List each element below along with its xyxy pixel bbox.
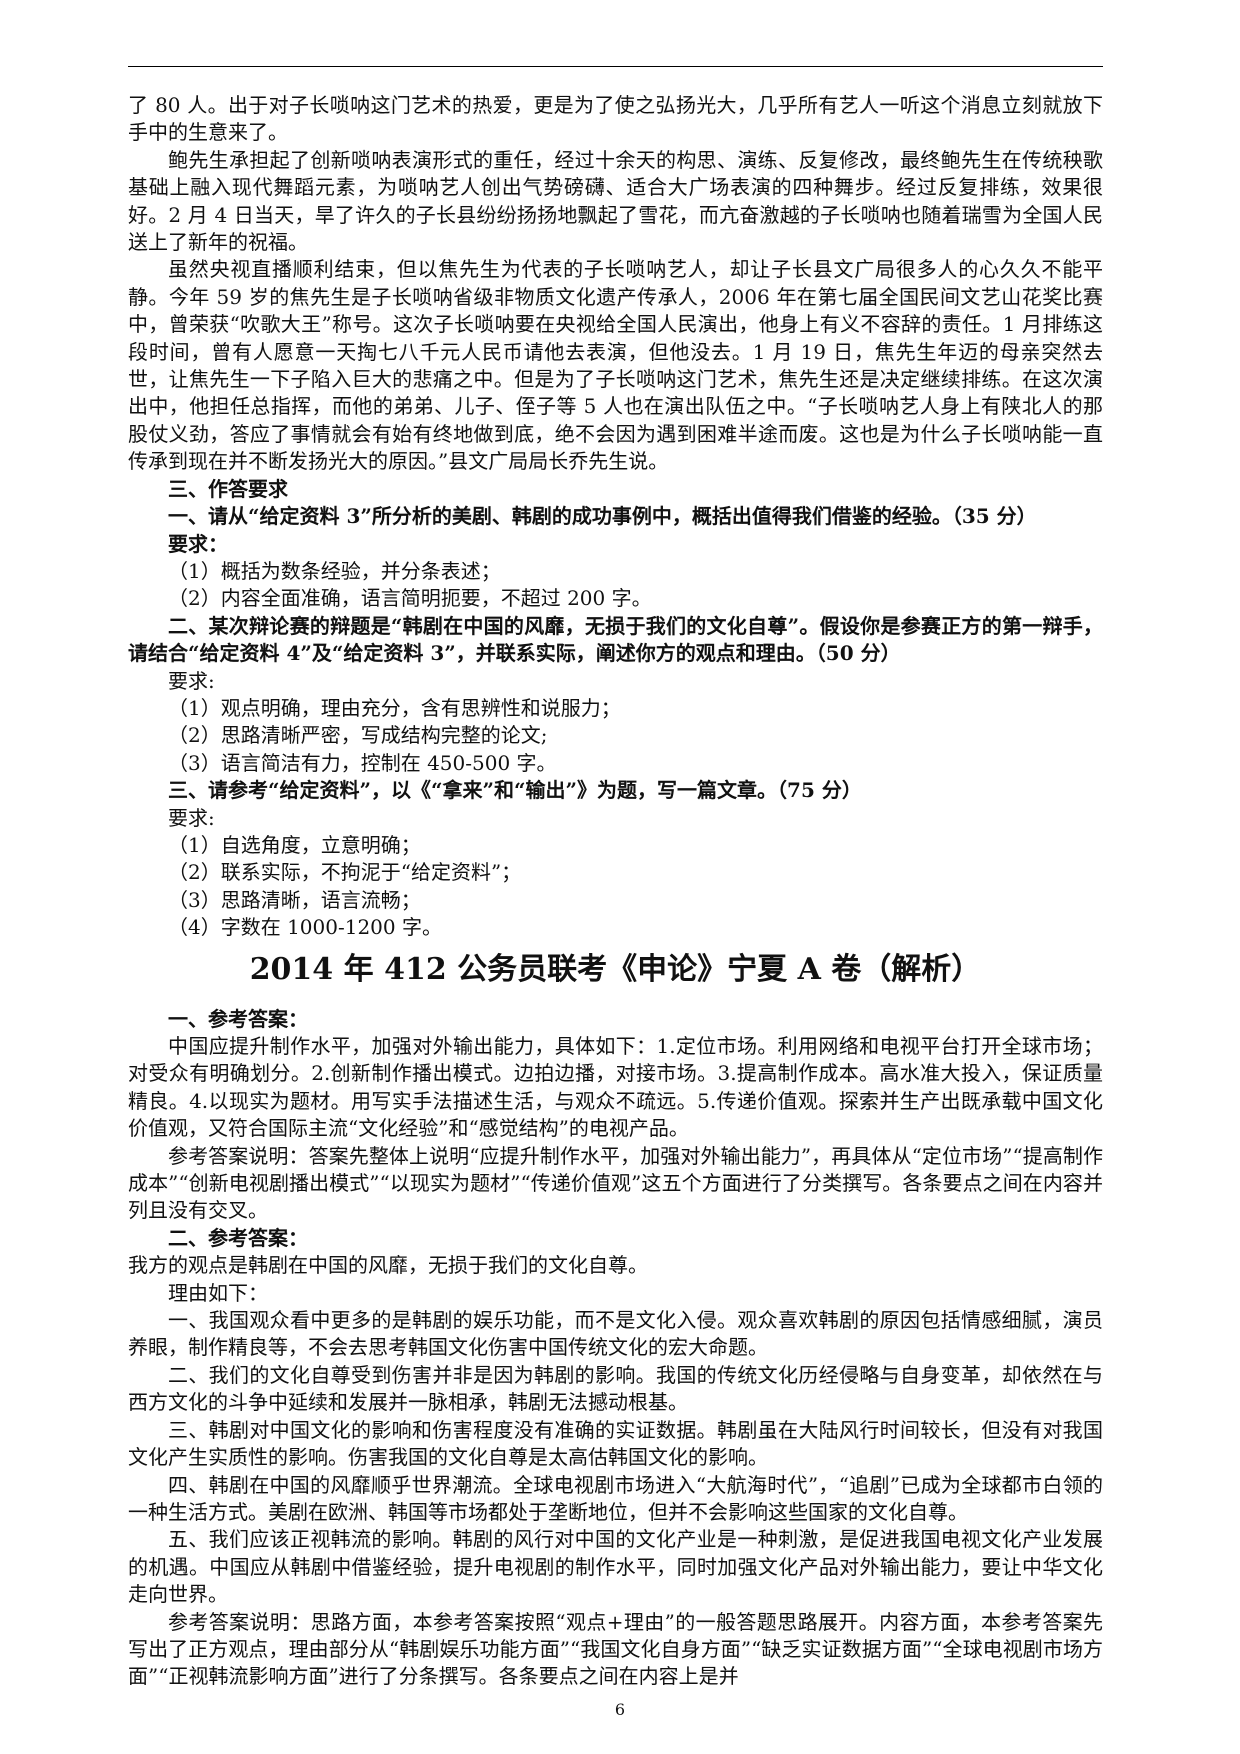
question-3-requirement: （4）字数在 1000-1200 字。 [168,915,442,940]
answer-2-reason: 五、我们应该正视韩流的影响。韩剧的风行对中国的文化产业是一种刺激，是促进我国电视… [128,1527,1103,1607]
question-3-requirement: （1）自选角度，立意明确； [168,832,421,857]
answer-2-viewpoint: 我方的观点是韩剧在中国的风靡，无损于我们的文化自尊。 [128,1253,648,1278]
continuation-paragraph-2: 鲍先生承担起了创新唢呐表演形式的重任，经过十余天的构思、演练、反复修改，最终鲍先… [128,147,1103,255]
question-2: 二、某次辩论赛的辩题是“韩剧在中国的风靡，无损于我们的文化自尊”。假设你是参赛正… [128,613,1103,666]
question-3-requirement: （2）联系实际，不拘泥于“给定资料”； [168,860,522,885]
analysis-title: 2014 年 412 公务员联考《申论》宁夏 A 卷（解析） [249,951,982,987]
answer-1-heading: 一、参考答案： [168,1006,308,1031]
answer-2-reason: 二、我们的文化自尊受到伤害并非是因为韩剧的影响。我国的传统文化历经侵略与自身变革… [128,1362,1103,1415]
answer-2-note: 参考答案说明：思路方面，本参考答案按照“观点+理由”的一般答题思路展开。内容方面… [128,1609,1103,1689]
question-2-requirements-label: 要求: [168,668,215,693]
answer-2-reasons-intro: 理由如下： [168,1280,268,1305]
continuation-paragraph-3: 虽然央视直播顺利结束，但以焦先生为代表的子长唢呐艺人，却让子长县文广局很多人的心… [128,257,1103,474]
question-3-requirement: （3）思路清晰，语言流畅； [168,887,421,912]
answer-2-reason: 一、我国观众看中更多的是韩剧的娱乐功能，而不是文化入侵。观众喜欢韩剧的原因包括情… [128,1308,1103,1360]
question-1-requirements-label: 要求： [168,531,228,556]
question-1: 一、请从“给定资料 3”所分析的美剧、韩剧的成功事例中，概括出值得我们借鉴的经验… [168,504,1037,529]
answer-2-reason: 三、韩剧对中国文化的影响和伤害程度没有准确的实证数据。韩剧虽在大陆风行时间较长，… [128,1417,1103,1470]
header-rule [128,66,1103,67]
continuation-paragraph-1: 了 80 人。出于对子长唢呐这门艺术的热爱，更是为了使之弘扬光大，几乎所有艺人一… [128,93,1103,145]
answer-1-body: 中国应提升制作水平，加强对外输出能力，具体如下：1.定位市场。利用网络和电视平台… [128,1034,1103,1141]
page-number: 6 [614,1700,626,1719]
question-3: 三、请参考“给定资料”，以《“拿来”和“输出”》为题，写一篇文章。（75 分） [168,778,862,803]
requirements-heading: 三、作答要求 [168,476,288,501]
question-2-requirement: （2）思路清晰严密，写成结构完整的论文; [168,723,548,748]
answer-1-note: 参考答案说明：答案先整体上说明“应提升制作水平，加强对外输出能力”，再具体从“定… [128,1143,1103,1223]
question-3-requirements-label: 要求: [168,805,215,830]
page-content: 了 80 人。出于对子长唢呐这门艺术的热爱，更是为了使之弘扬光大，几乎所有艺人一… [128,92,1103,1691]
question-1-requirement: （1）概括为数条经验，并分条表述； [168,558,501,583]
question-1-requirement: （2）内容全面准确，语言简明扼要，不超过 200 字。 [168,586,652,611]
question-2-requirement: （3）语言简洁有力，控制在 450-500 字。 [168,750,557,775]
answer-2-heading: 二、参考答案： [168,1225,308,1250]
answer-2-reason: 四、韩剧在中国的风靡顺乎世界潮流。全球电视剧市场进入“大航海时代”，“追剧”已成… [128,1472,1103,1524]
question-2-requirement: （1）观点明确，理由充分，含有思辨性和说服力； [168,695,621,720]
